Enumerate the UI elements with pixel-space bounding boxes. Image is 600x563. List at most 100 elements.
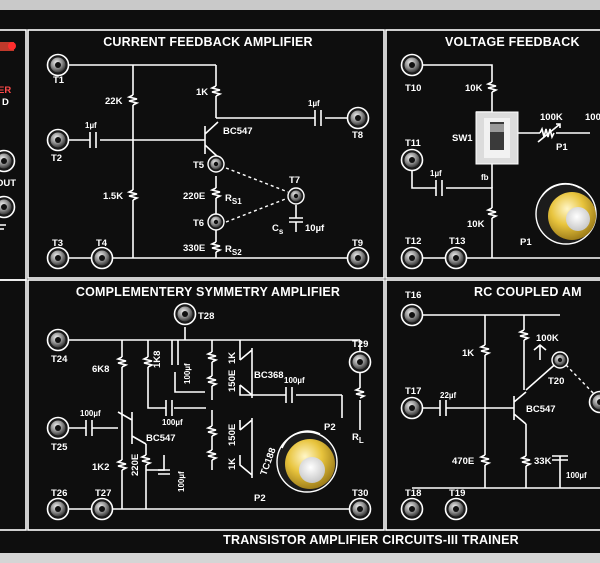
label-p2-knob: P2 — [254, 493, 266, 504]
label-330e: 330E — [183, 243, 205, 254]
label-t7: T7 — [289, 175, 300, 186]
label-t3: T3 — [52, 238, 63, 249]
label-220e: 220E — [183, 191, 205, 202]
terminal-t18[interactable] — [400, 497, 424, 521]
label-100uf: 100µf — [566, 471, 587, 480]
current-feedback-panel: CURRENT FEEDBACK AMPLIFIER — [46, 35, 370, 270]
terminal-t2[interactable] — [46, 128, 70, 152]
terminal-t6[interactable] — [207, 213, 225, 231]
potentiometer-p1-knob[interactable] — [535, 182, 597, 245]
terminal-t13[interactable] — [444, 246, 468, 270]
label-t5: T5 — [193, 160, 205, 171]
label-100uf-c: 100µf — [162, 418, 183, 427]
footer-title: TRANSISTOR AMPLIFIER CIRCUITS-III TRAINE… — [223, 533, 519, 547]
terminal-t5[interactable] — [207, 155, 225, 173]
label-22k: 22K — [105, 96, 123, 107]
terminal-t8[interactable] — [346, 106, 370, 130]
label-t20: T20 — [548, 376, 564, 387]
label-6k8: 6K8 — [92, 364, 109, 375]
label-sw1: SW1 — [452, 133, 473, 144]
terminal-t20[interactable] — [551, 351, 569, 369]
terminal-t12[interactable] — [400, 246, 424, 270]
label-rl: RL — [352, 432, 364, 445]
left-stub: ER D OUT — [0, 42, 16, 230]
label-cs: Cs — [272, 223, 284, 236]
label-1uf: 1µf — [430, 169, 442, 178]
label-t28: T28 — [198, 311, 214, 322]
rc-coupled-panel: RC COUPLED AM T16 T17 T18 T19 T20 1K 100… — [400, 285, 600, 521]
potentiometer-p2-knob[interactable] — [276, 430, 338, 493]
label-t25: T25 — [51, 442, 68, 453]
label-bc547: BC547 — [223, 126, 253, 137]
terminal-t25[interactable] — [46, 416, 70, 440]
terminal-t24[interactable] — [46, 328, 70, 352]
label-100: 100 — [585, 112, 600, 123]
label-1k: 1K — [462, 348, 474, 359]
label-100k: 100K — [540, 112, 563, 123]
label-cin: 1µf — [85, 121, 97, 130]
terminal-t29[interactable] — [348, 350, 372, 374]
terminal-t28[interactable] — [173, 302, 197, 326]
label-p2: P2 — [324, 422, 336, 433]
terminal-t9[interactable] — [346, 246, 370, 270]
terminal-t4[interactable] — [90, 246, 114, 270]
stub-jack-top[interactable] — [0, 149, 16, 173]
label-100uf-d: 100µf — [177, 471, 186, 492]
label-t27: T27 — [95, 488, 111, 499]
label-1k8: 1K8 — [152, 351, 163, 368]
label-1k-b: 1K — [227, 458, 238, 470]
label-t18: T18 — [405, 488, 421, 499]
label-t26: T26 — [51, 488, 67, 499]
terminal-t11[interactable] — [400, 148, 424, 172]
label-10k-bottom: 10K — [467, 219, 485, 230]
label-10k-top: 10K — [465, 83, 483, 94]
label-t16: T16 — [405, 290, 421, 301]
complementary-title: COMPLEMENTERY SYMMETRY AMPLIFIER — [76, 285, 340, 299]
label-t4: T4 — [96, 238, 108, 249]
label-bc547: BC547 — [146, 433, 176, 444]
label-t2: T2 — [51, 153, 62, 164]
label-t30: T30 — [352, 488, 368, 499]
label-rs2: RS2 — [225, 244, 242, 257]
terminal-t27[interactable] — [90, 497, 114, 521]
label-150e-a: 150E — [227, 370, 238, 392]
stub-label-2: D — [2, 97, 9, 108]
label-t8: T8 — [352, 130, 363, 141]
terminal-t1[interactable] — [46, 53, 70, 77]
label-t9: T9 — [352, 238, 363, 249]
panel-borders — [0, 29, 600, 531]
terminal-t10[interactable] — [400, 53, 424, 77]
label-t6: T6 — [193, 218, 204, 229]
label-cout: 1µf — [308, 99, 320, 108]
terminal-t30[interactable] — [348, 497, 372, 521]
rc-coupled-title: RC COUPLED AM — [474, 285, 582, 299]
terminal-t3[interactable] — [46, 246, 70, 270]
label-33k: 33K — [534, 456, 552, 467]
label-1k2: 1K2 — [92, 462, 109, 473]
label-10uf: 10µf — [305, 223, 325, 234]
label-22uf: 22µf — [440, 391, 457, 400]
label-p1: P1 — [556, 142, 568, 153]
complementary-panel: COMPLEMENTERY SYMMETRY AMPLIFIER — [46, 285, 372, 521]
label-100uf-a: 100µf — [183, 363, 192, 384]
label-100uf-in: 100µf — [80, 409, 101, 418]
terminal-t17[interactable] — [400, 396, 424, 420]
terminal-t19[interactable] — [444, 497, 468, 521]
stub-label-out: OUT — [0, 178, 16, 189]
label-bc547: BC547 — [526, 404, 556, 415]
terminal-t16[interactable] — [400, 303, 424, 327]
label-470e: 470E — [452, 456, 474, 467]
stub-jack-bottom[interactable] — [0, 195, 16, 219]
terminal-t7[interactable] — [287, 187, 305, 205]
terminal-t26[interactable] — [46, 497, 70, 521]
voltage-feedback-title: VOLTAGE FEEDBACK — [445, 35, 580, 49]
voltage-feedback-panel: VOLTAGE FEEDBACK T10 T11 T12 T13 10K SW1 — [400, 35, 600, 270]
label-220e: 220E — [130, 454, 141, 476]
label-150e-b: 150E — [227, 424, 238, 446]
label-p1-knob: P1 — [520, 237, 532, 248]
label-t29: T29 — [352, 339, 368, 350]
label-t24: T24 — [51, 354, 68, 365]
stub-label-1: ER — [0, 85, 11, 96]
